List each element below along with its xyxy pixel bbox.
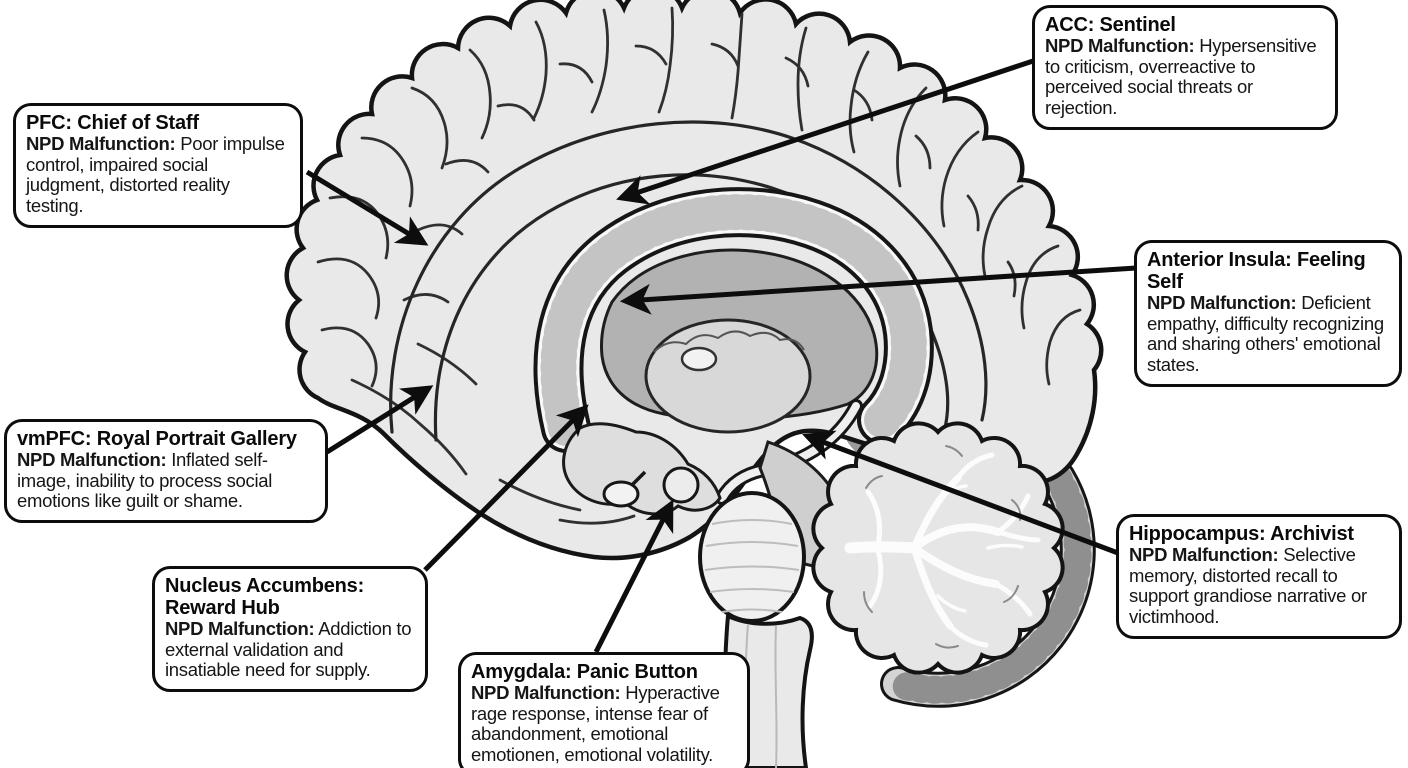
callout-nucleus-accumbens-title: Nucleus Accumbens: Reward Hub — [165, 575, 365, 619]
callout-nucleus-accumbens: Nucleus Accumbens: Reward Hub NPD Malfun… — [152, 566, 428, 693]
malfunction-label: NPD Malfunction: — [165, 618, 315, 639]
malfunction-description: Poor impulse control, impaired social ju… — [26, 133, 285, 217]
malfunction-description: Inflated self-image, inability to proces… — [17, 449, 273, 512]
corpus-callosum — [533, 187, 934, 453]
callout-acc-title: ACC: Sentinel — [1045, 14, 1176, 36]
malfunction-label: NPD Malfunction: — [1129, 544, 1279, 565]
malfunction-description: Selective memory, distorted recall to su… — [1129, 544, 1367, 628]
callout-vmpfc: vmPFC: Royal Portrait Gallery NPD Malfun… — [4, 419, 328, 524]
callout-hippocampus-title: Hippocampus: Archivist — [1129, 523, 1354, 545]
callout-anterior-insula: Anterior Insula: Feeling Self NPD Malfun… — [1134, 240, 1402, 387]
callout-pfc: PFC: Chief of Staff NPD Malfunction: Poo… — [13, 103, 303, 228]
callout-acc: ACC: Sentinel NPD Malfunction: Hypersens… — [1032, 5, 1338, 130]
callout-amygdala: Amygdala: Panic Button NPD Malfunction: … — [458, 652, 750, 768]
malfunction-label: NPD Malfunction: — [26, 133, 176, 154]
malfunction-description: Deficient empathy, difficulty recognizin… — [1147, 292, 1384, 376]
malfunction-label: NPD Malfunction: — [471, 682, 621, 703]
malfunction-label: NPD Malfunction: — [17, 449, 167, 470]
pons — [698, 491, 806, 623]
callout-anterior-insula-body: NPD Malfunction: Deficient empathy, diff… — [1147, 292, 1390, 376]
callout-hippocampus-body: NPD Malfunction: Selective memory, disto… — [1129, 544, 1390, 628]
malfunction-label: NPD Malfunction: — [1045, 35, 1195, 56]
pituitary-gland — [602, 480, 640, 508]
malfunction-description: Hypersensitive to criticism, overreactiv… — [1045, 35, 1317, 119]
callout-acc-body: NPD Malfunction: Hypersensitive to criti… — [1045, 35, 1326, 119]
thalamus — [644, 318, 812, 434]
malfunction-description: Hyperactive rage response, intense fear … — [471, 682, 720, 766]
callout-pfc-body: NPD Malfunction: Poor impulse control, i… — [26, 133, 291, 217]
callout-hippocampus: Hippocampus: Archivist NPD Malfunction: … — [1116, 514, 1402, 639]
callout-vmpfc-title: vmPFC: Royal Portrait Gallery — [17, 428, 297, 450]
callout-nucleus-accumbens-body: NPD Malfunction: Addiction to external v… — [165, 618, 416, 681]
malfunction-description: Addiction to external validation and ins… — [165, 618, 412, 681]
callout-amygdala-title: Amygdala: Panic Button — [471, 661, 698, 683]
callout-amygdala-body: NPD Malfunction: Hyperactive rage respon… — [471, 682, 738, 766]
callout-pfc-title: PFC: Chief of Staff — [26, 112, 199, 134]
mammillary-body — [662, 466, 700, 504]
malfunction-label: NPD Malfunction: — [1147, 292, 1297, 313]
callout-vmpfc-body: NPD Malfunction: Inflated self-image, in… — [17, 449, 316, 512]
callout-anterior-insula-title: Anterior Insula: Feeling Self — [1147, 249, 1366, 293]
interthalamic-adhesion — [680, 346, 718, 372]
